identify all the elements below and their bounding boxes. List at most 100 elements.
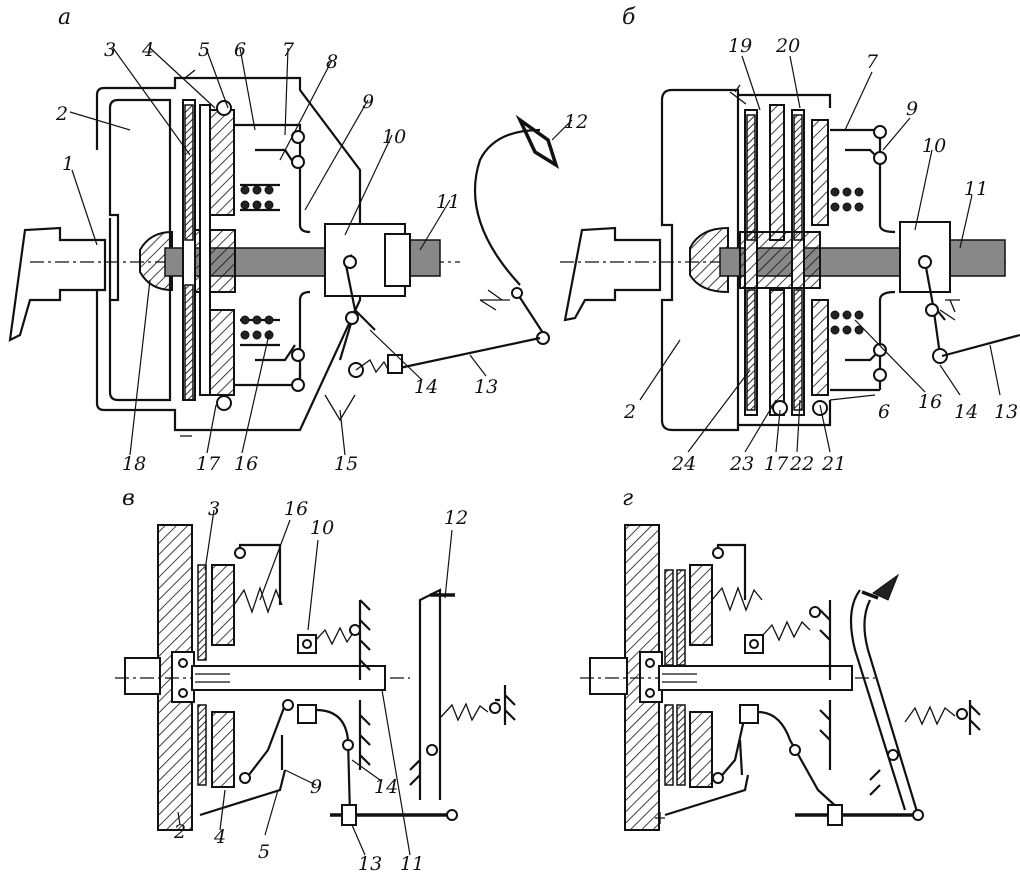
panel-v: в bbox=[115, 486, 516, 875]
pedal-pad bbox=[861, 590, 879, 600]
label-b-16: 16 bbox=[918, 391, 942, 413]
clutch-housing bbox=[95, 76, 362, 432]
label-a-2: 2 bbox=[55, 103, 68, 125]
label-v-4: 4 bbox=[213, 826, 226, 848]
pilot-bearing bbox=[139, 230, 173, 292]
label-b-14: 14 bbox=[954, 401, 978, 423]
label-b-9: 9 bbox=[906, 98, 918, 120]
label-a-14: 14 bbox=[414, 376, 438, 398]
label-a-5: 5 bbox=[198, 39, 210, 61]
intermediate-plate bbox=[769, 104, 785, 241]
crankshaft bbox=[589, 657, 628, 695]
panel-b: б bbox=[560, 5, 1020, 475]
cover bbox=[199, 769, 287, 817]
panel-letter-a: а bbox=[58, 5, 71, 30]
release-lever bbox=[298, 140, 311, 385]
release-spring bbox=[315, 626, 356, 646]
label-b-7: 7 bbox=[866, 51, 879, 73]
pressure-springs bbox=[830, 187, 864, 335]
label-b-10: 10 bbox=[922, 135, 946, 157]
label-b-19: 19 bbox=[728, 35, 752, 57]
pedal-spring bbox=[439, 702, 489, 722]
spring-mount bbox=[324, 394, 356, 422]
label-v-5: 5 bbox=[258, 841, 270, 863]
pressure-springs bbox=[240, 185, 274, 340]
pressure-spring bbox=[711, 586, 763, 612]
fork-pivot bbox=[932, 348, 948, 364]
label-a-11: 11 bbox=[436, 191, 460, 213]
crankshaft bbox=[8, 226, 107, 342]
cover bbox=[664, 774, 750, 817]
label-a-6: 6 bbox=[234, 39, 246, 61]
panel-letter-v: в bbox=[122, 486, 135, 511]
panel-letter-b: б bbox=[622, 5, 636, 30]
label-a-16: 16 bbox=[234, 453, 258, 475]
release-spring bbox=[762, 620, 811, 642]
label-a-13: 13 bbox=[474, 376, 498, 398]
pedal-pad bbox=[515, 114, 560, 169]
pressure-plate bbox=[811, 119, 829, 226]
label-b-17: 17 bbox=[764, 453, 789, 475]
input-shaft bbox=[658, 665, 853, 691]
pressure-cover bbox=[738, 93, 832, 427]
pressure-spring bbox=[233, 585, 283, 614]
panel-g: г bbox=[580, 486, 981, 831]
label-a-4: 4 bbox=[141, 39, 154, 61]
driven-disc bbox=[197, 564, 207, 661]
fork bbox=[757, 710, 841, 811]
pedal-arm bbox=[849, 589, 920, 816]
label-v-16: 16 bbox=[284, 498, 308, 520]
label-a-3: 3 bbox=[104, 39, 116, 61]
label-b-24: 24 bbox=[671, 453, 696, 475]
pedal-arm bbox=[473, 128, 541, 286]
label-v-10: 10 bbox=[310, 517, 334, 539]
panel-letter-g: г bbox=[622, 486, 633, 511]
label-b-22: 22 bbox=[789, 453, 814, 475]
crankshaft bbox=[124, 657, 161, 695]
label-a-12: 12 bbox=[564, 111, 588, 133]
label-b-6: 6 bbox=[878, 401, 890, 423]
pressure-plate bbox=[689, 564, 713, 646]
label-v-2: 2 bbox=[173, 821, 186, 843]
label-b-11: 11 bbox=[964, 178, 988, 200]
label-v-9: 9 bbox=[310, 776, 322, 798]
label-b-20: 20 bbox=[775, 35, 800, 57]
flywheel bbox=[660, 88, 740, 432]
label-v-14: 14 bbox=[374, 776, 398, 798]
label-b-21: 21 bbox=[821, 453, 846, 475]
input-shaft bbox=[191, 665, 386, 691]
pedal-arm bbox=[418, 588, 442, 800]
label-v-3: 3 bbox=[208, 498, 220, 520]
release-lever bbox=[878, 130, 896, 390]
label-a-15: 15 bbox=[334, 453, 358, 475]
crankshaft bbox=[563, 226, 662, 322]
label-b-13: 13 bbox=[994, 401, 1018, 423]
pedal-spring bbox=[904, 705, 956, 726]
label-a-8: 8 bbox=[326, 51, 338, 73]
release-lever bbox=[717, 714, 747, 781]
pedal-rod bbox=[941, 333, 1020, 358]
label-a-10: 10 bbox=[382, 126, 406, 148]
label-a-18: 18 bbox=[122, 453, 146, 475]
pressure-plate bbox=[209, 109, 235, 216]
panel-a: а bbox=[8, 5, 588, 475]
driven-disc bbox=[664, 569, 674, 666]
label-a-17: 17 bbox=[196, 453, 221, 475]
release-lever bbox=[244, 704, 287, 781]
label-a-1: 1 bbox=[62, 153, 74, 175]
label-v-13: 13 bbox=[358, 853, 382, 875]
label-v-11: 11 bbox=[400, 853, 424, 875]
pedal-rod bbox=[389, 336, 541, 372]
label-a-9: 9 bbox=[362, 91, 374, 113]
label-a-7: 7 bbox=[282, 39, 295, 61]
label-b-2: 2 bbox=[623, 401, 636, 423]
pedal-mount bbox=[479, 289, 510, 311]
pressure-plate bbox=[211, 564, 235, 646]
label-v-12: 12 bbox=[444, 507, 468, 529]
label-b-23: 23 bbox=[729, 453, 754, 475]
press-arrow-icon bbox=[872, 573, 900, 601]
pilot-bearing bbox=[689, 226, 729, 294]
disc-hub bbox=[739, 231, 821, 289]
fork bbox=[315, 708, 352, 816]
